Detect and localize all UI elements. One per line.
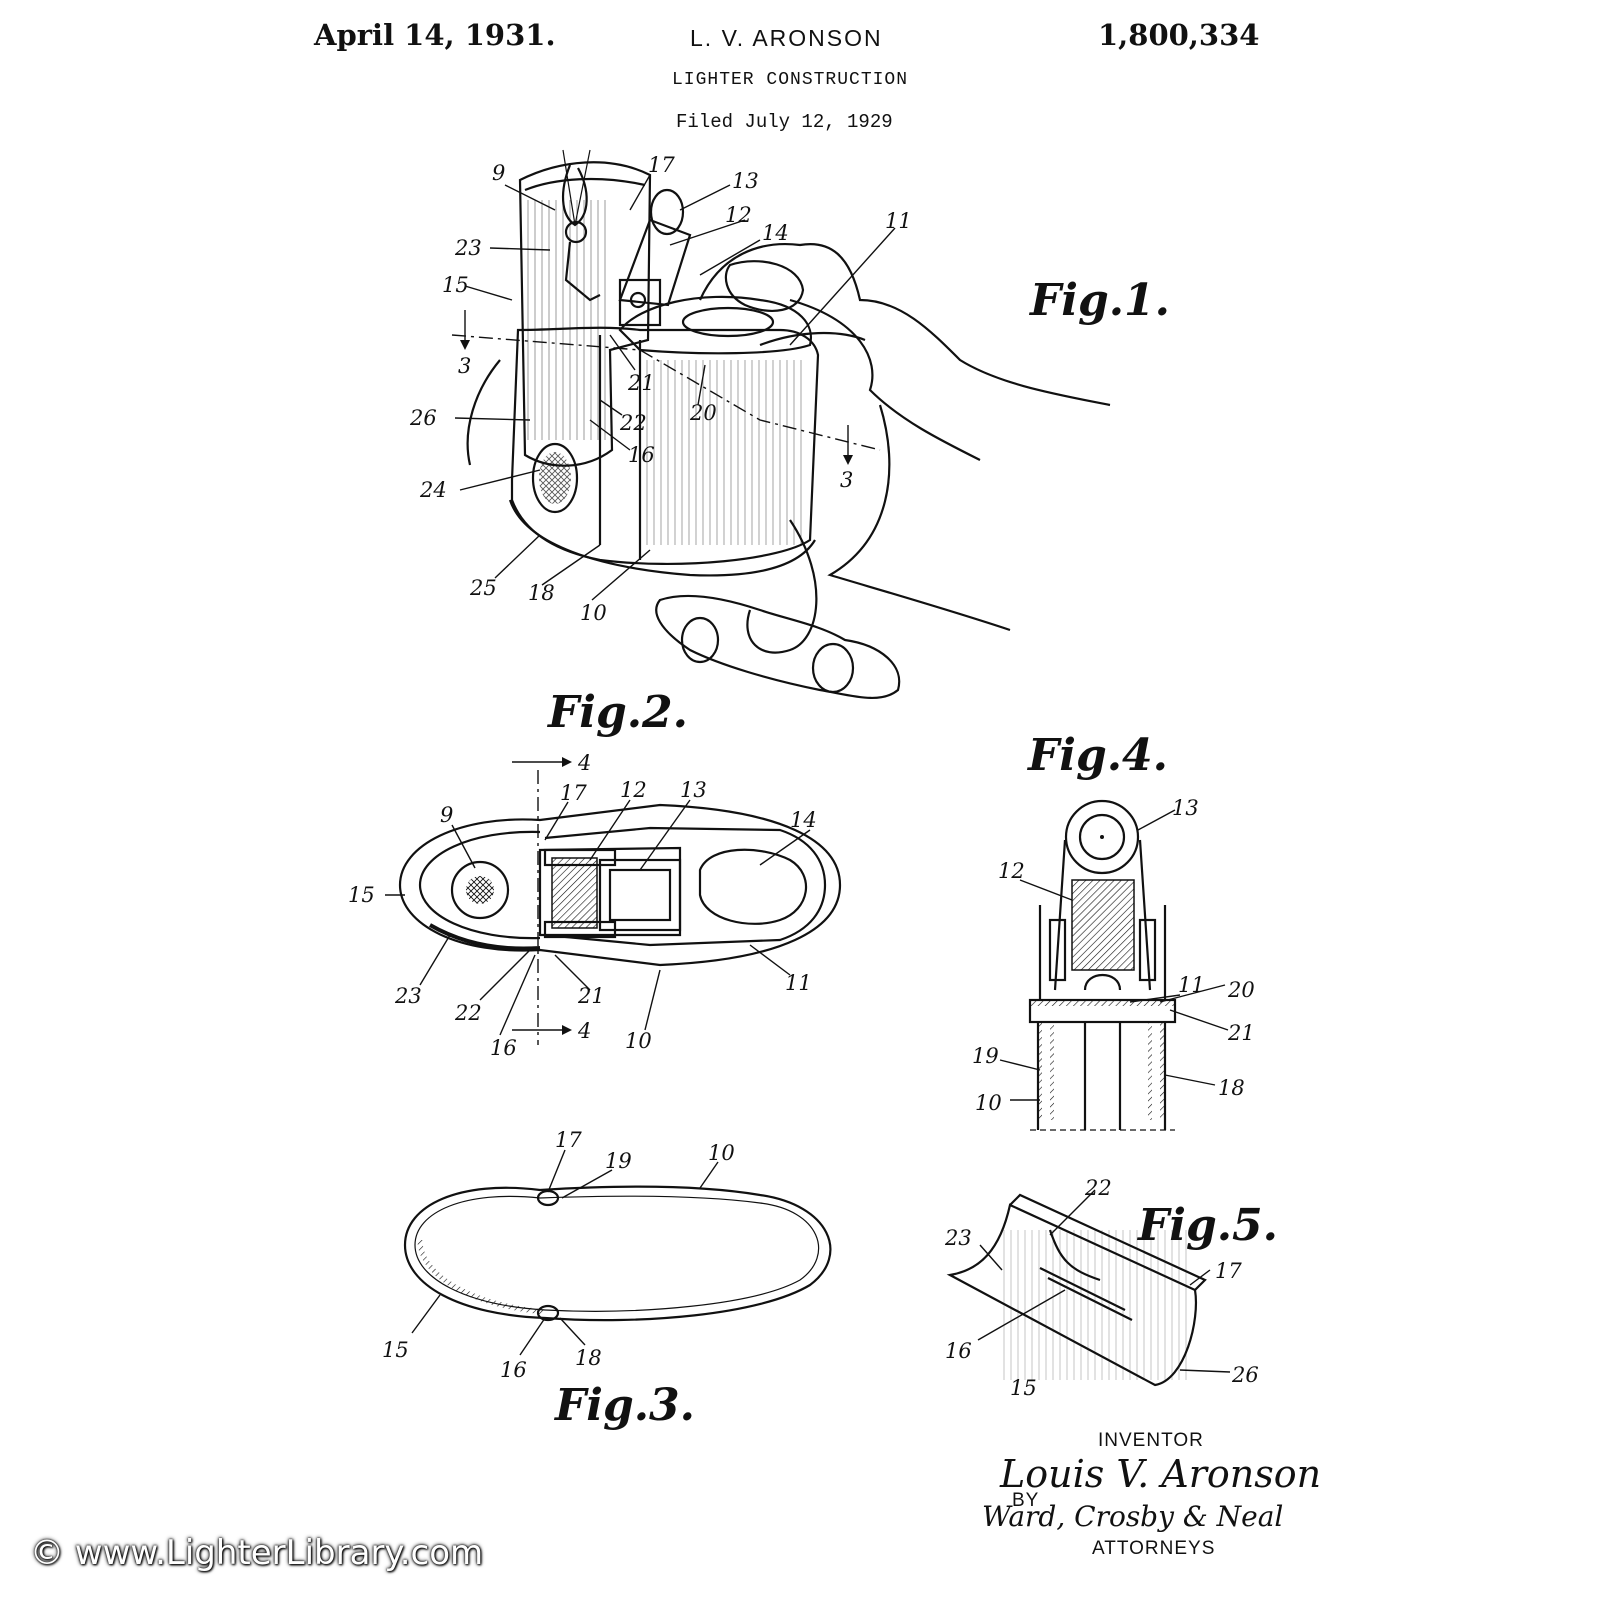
filler-cap bbox=[531, 442, 579, 514]
fig2-ref-23: 23 bbox=[394, 984, 422, 1008]
fig1-ref-17: 17 bbox=[648, 153, 675, 177]
fig2-window bbox=[538, 846, 682, 937]
fig1-ref-16: 16 bbox=[628, 443, 655, 467]
patent-title: LIGHTER CONSTRUCTION bbox=[672, 70, 909, 90]
fig1-ref-10: 10 bbox=[580, 601, 607, 625]
fig4-ref-19: 19 bbox=[972, 1044, 999, 1068]
fig3-outer bbox=[403, 1185, 832, 1322]
fuel-mesh bbox=[681, 306, 775, 338]
fig3-ref-17: 17 bbox=[555, 1128, 582, 1152]
fig4-wheel bbox=[1064, 799, 1140, 875]
fig4-ref-20: 20 bbox=[1227, 978, 1255, 1002]
inventor-label: INVENTOR bbox=[1098, 1430, 1204, 1451]
fig2-outer bbox=[398, 803, 842, 967]
filed-date: Filed July 12, 1929 bbox=[676, 111, 893, 133]
fig2-ref-9: 9 bbox=[440, 803, 453, 827]
fig2-ref-16: 16 bbox=[490, 1036, 517, 1060]
fig2-ref-4b: 4 bbox=[577, 1019, 591, 1043]
fig2-drawing bbox=[385, 757, 842, 1045]
fig2-ref-15: 15 bbox=[348, 883, 375, 907]
fig1-ref-26: 26 bbox=[409, 406, 437, 430]
inventor-header: L. V. ARONSON bbox=[690, 25, 883, 51]
fig5-shield bbox=[946, 1203, 1197, 1387]
watermark: © www.LighterLibrary.com bbox=[30, 1533, 484, 1573]
fig2-wick bbox=[450, 860, 510, 920]
fig1-ref-12: 12 bbox=[725, 203, 752, 227]
fig2-ref-14: 14 bbox=[790, 808, 817, 832]
fig4-label: Fig.4. bbox=[1026, 730, 1168, 781]
by-label: BY bbox=[1012, 1490, 1040, 1511]
fig4-ref-10: 10 bbox=[975, 1091, 1002, 1115]
fig4-ref-13: 13 bbox=[1172, 796, 1199, 820]
fig1-ref-18: 18 bbox=[528, 581, 555, 605]
fig2-mesh bbox=[698, 848, 808, 925]
patent-number: 1,800,334 bbox=[1098, 18, 1260, 52]
fig4-ref-11: 11 bbox=[1178, 973, 1205, 997]
fig1-ref-20: 20 bbox=[689, 401, 717, 425]
inventor-signature: Louis V. Aronson bbox=[1000, 1452, 1322, 1496]
fig5-ref-16: 16 bbox=[945, 1339, 972, 1363]
fig2-ref-10: 10 bbox=[625, 1029, 652, 1053]
fig4-drawing bbox=[999, 799, 1229, 1131]
fig3-drawing bbox=[403, 1149, 832, 1356]
hand-outline bbox=[698, 243, 1111, 407]
fig1-ref-3a: 3 bbox=[458, 354, 471, 378]
fig3-ref-15: 15 bbox=[382, 1338, 409, 1362]
fig2-ref-11: 11 bbox=[785, 971, 812, 995]
fig2-ref-12: 12 bbox=[620, 778, 647, 802]
fig5-ref-23: 23 bbox=[944, 1226, 972, 1250]
fig1-ref-14: 14 bbox=[762, 221, 789, 245]
fig5-drawing bbox=[946, 1189, 1231, 1387]
fig5-label: Fig.5. bbox=[1136, 1200, 1278, 1251]
fig4-ref-18: 18 bbox=[1218, 1076, 1245, 1100]
fig5-ref-15: 15 bbox=[1010, 1376, 1037, 1400]
fig1-ref-24: 24 bbox=[419, 478, 447, 502]
fig2-ref-4a: 4 bbox=[577, 751, 591, 775]
top-cap bbox=[618, 295, 812, 355]
fig1-ref-23: 23 bbox=[454, 236, 482, 260]
fig4-ref-12: 12 bbox=[998, 859, 1025, 883]
fig1-ref-9: 9 bbox=[492, 161, 505, 185]
finger-bottom bbox=[655, 594, 901, 700]
patent-date: April 14, 1931. bbox=[314, 18, 556, 52]
attorneys-label: ATTORNEYS bbox=[1092, 1538, 1216, 1559]
fig1-ref-11: 11 bbox=[885, 209, 912, 233]
fig2-ref-21: 21 bbox=[577, 984, 605, 1008]
fig1-ref-13: 13 bbox=[732, 169, 759, 193]
fig4-ref-21: 21 bbox=[1227, 1021, 1255, 1045]
fig5-ref-26: 26 bbox=[1231, 1363, 1259, 1387]
fig1-ref-3b: 3 bbox=[840, 468, 853, 492]
fig3-label: Fig.3. bbox=[553, 1380, 695, 1431]
attorneys-signature: Ward, Crosby & Neal bbox=[982, 1500, 1284, 1533]
fig1-ref-22: 22 bbox=[619, 411, 647, 435]
fig1-ref-21: 21 bbox=[627, 371, 655, 395]
fig2-label: Fig.2. bbox=[546, 687, 688, 738]
fig1-label: Fig.1. bbox=[1028, 275, 1170, 326]
fig1-ref-15: 15 bbox=[442, 273, 469, 297]
fig3-ref-16: 16 bbox=[500, 1358, 527, 1382]
fig2-ref-17: 17 bbox=[560, 781, 587, 805]
fig3-ref-19: 19 bbox=[605, 1149, 632, 1173]
fig3-ref-18: 18 bbox=[575, 1346, 602, 1370]
fig5-ref-17: 17 bbox=[1215, 1259, 1242, 1283]
fig1-drawing bbox=[451, 149, 1111, 700]
fig3-ref-10: 10 bbox=[708, 1141, 735, 1165]
fig1-ref-25: 25 bbox=[469, 576, 497, 600]
fig5-ref-22: 22 bbox=[1084, 1176, 1112, 1200]
fig2-ref-22: 22 bbox=[454, 1001, 482, 1025]
fig2-ref-13: 13 bbox=[680, 778, 707, 802]
snuffer-arm bbox=[618, 218, 692, 307]
